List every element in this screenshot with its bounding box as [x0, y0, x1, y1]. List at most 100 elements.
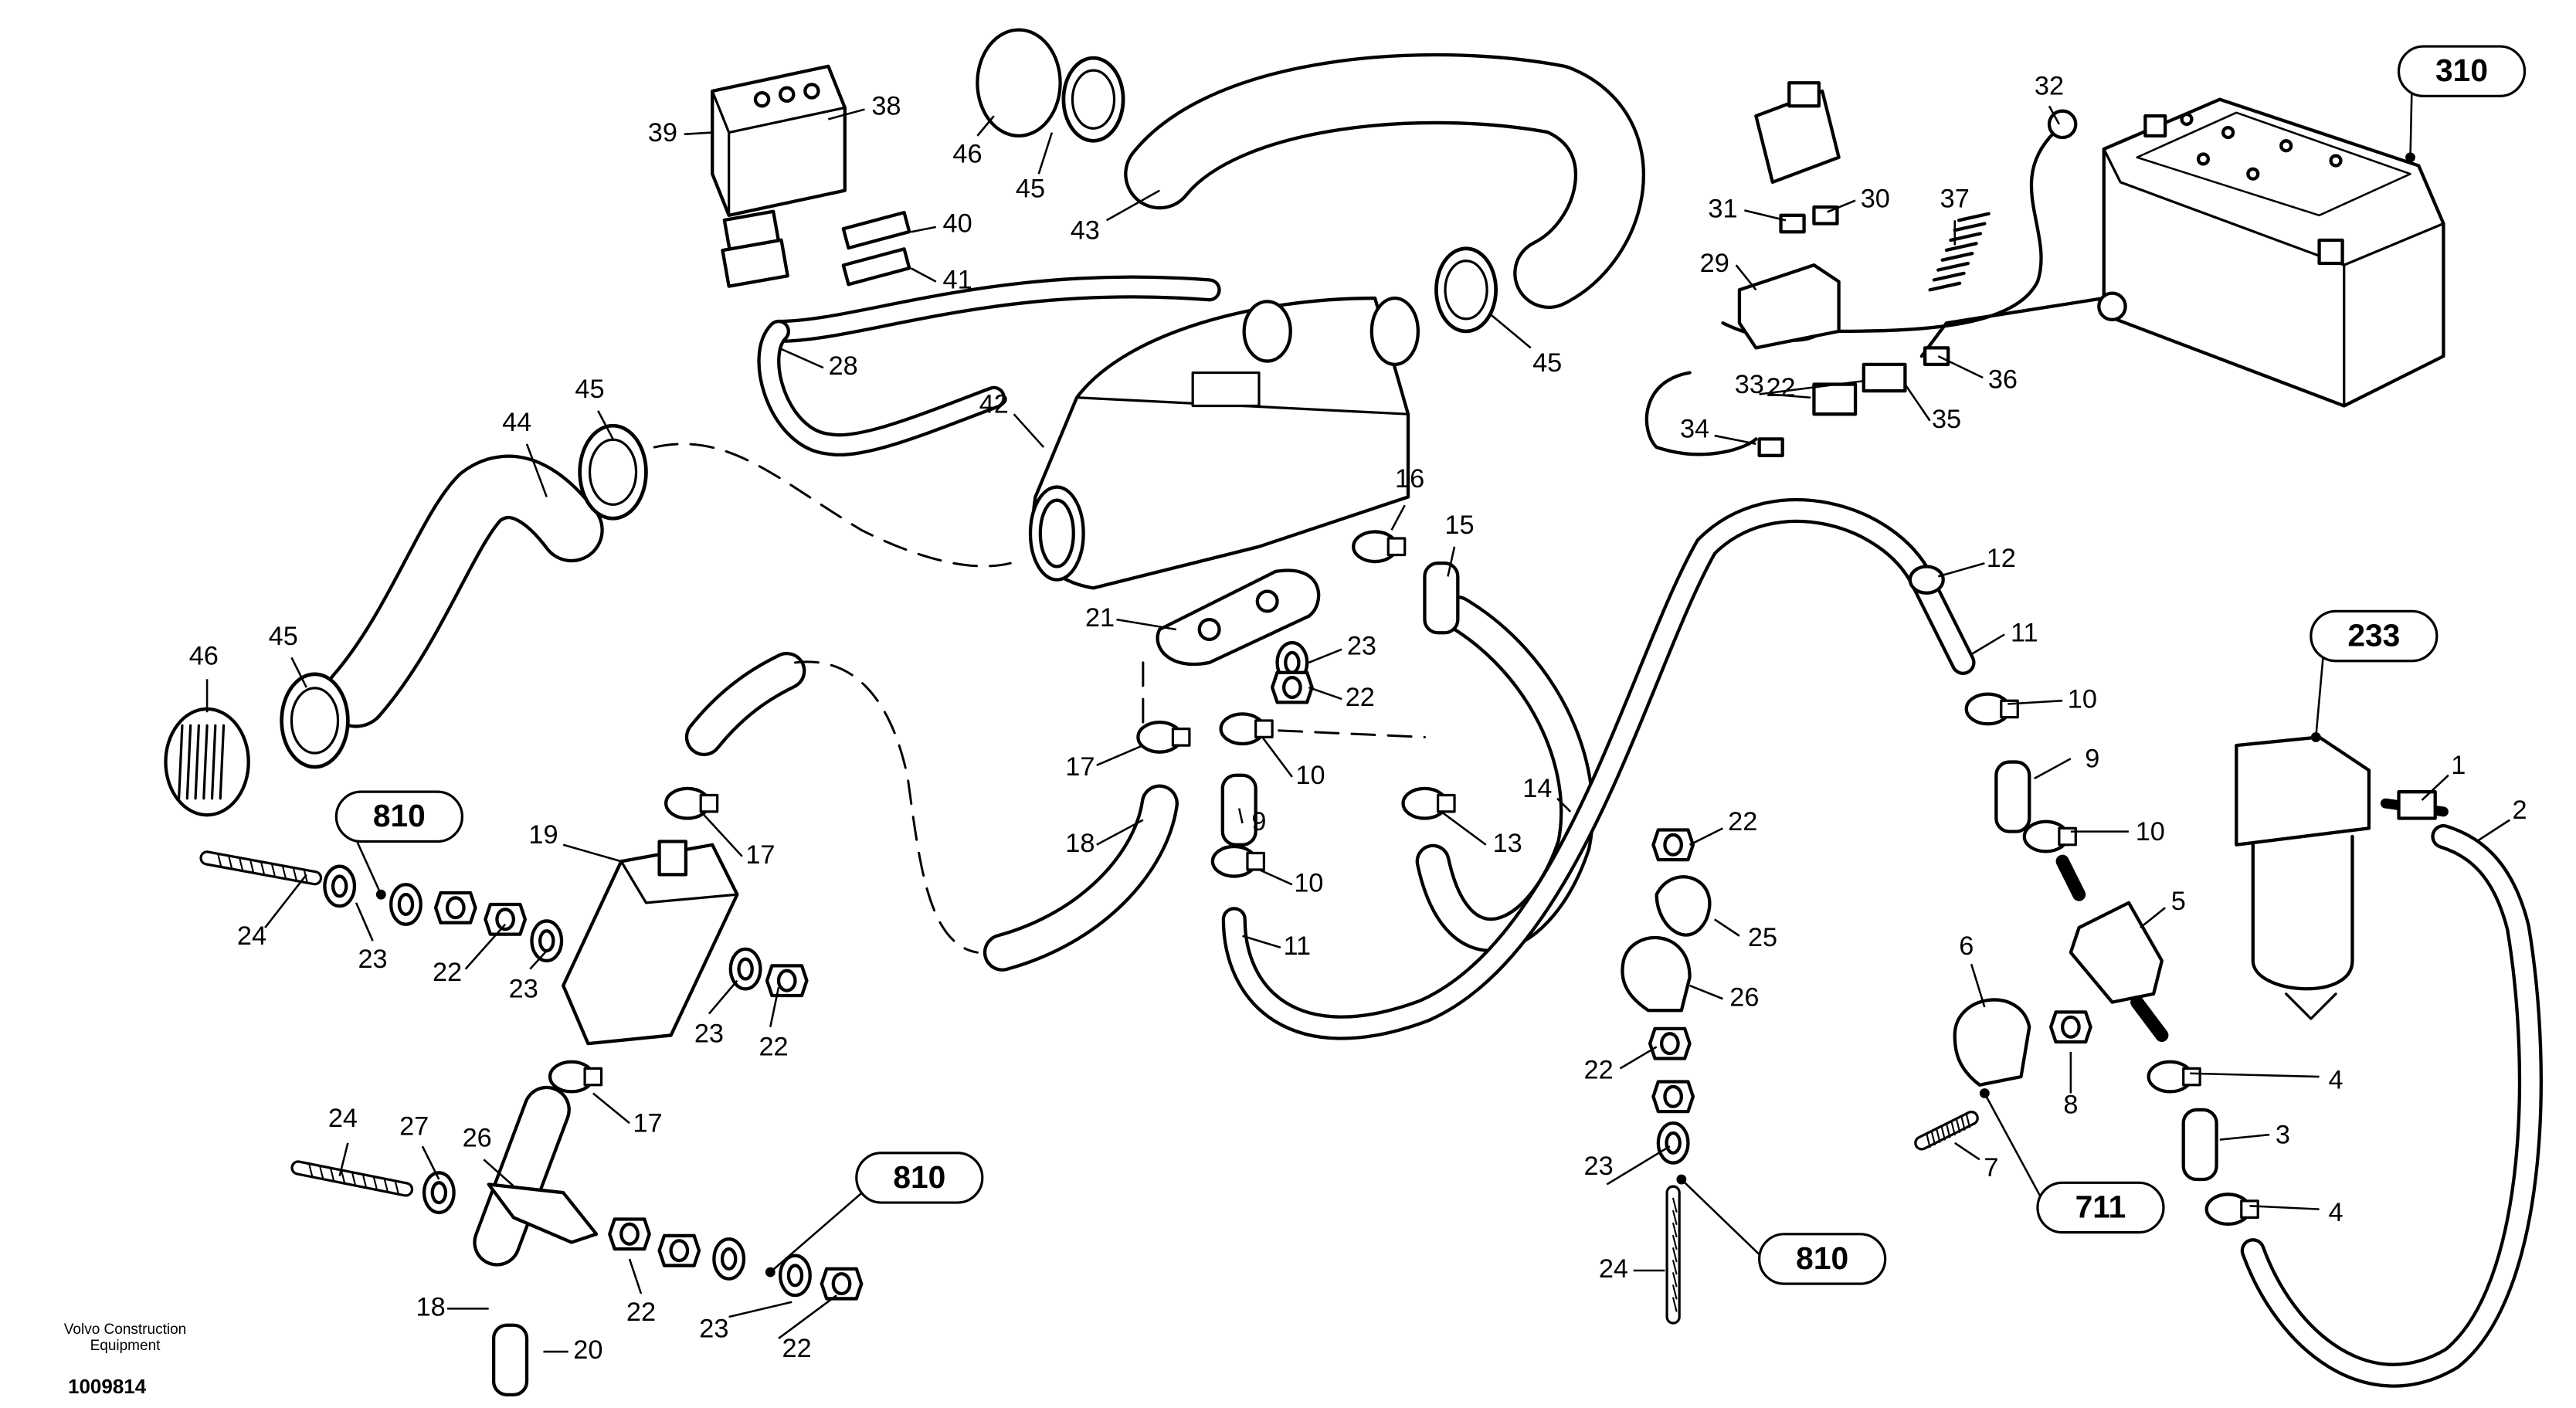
- bolt-24a-thread-1: [216, 852, 222, 868]
- battery-terminal-neg: [2143, 114, 2167, 138]
- filter-bowl: [2251, 834, 2354, 991]
- washer-4-hole: [430, 1181, 448, 1205]
- pump-inlet: [2055, 854, 2086, 901]
- fuse-holder-29: [1737, 263, 1841, 350]
- leader-59: [1937, 355, 1984, 379]
- clamp-4b-screw: [2240, 1199, 2259, 1219]
- nut-3-hole: [619, 1222, 640, 1246]
- part-label-15: 15: [1444, 511, 1474, 540]
- bolt-24b-thread-6: [361, 1173, 368, 1189]
- washer-3: [728, 947, 762, 991]
- part-label-46: 46: [189, 642, 219, 671]
- bolt-24c-thread-6: [1672, 1260, 1678, 1275]
- washer-7-hole: [1665, 1131, 1682, 1155]
- part-label-17: 17: [1065, 752, 1095, 782]
- part-label-4: 4: [2328, 1198, 2343, 1227]
- leader-32: [1689, 827, 1724, 846]
- leader-lines: [205, 105, 2510, 1353]
- battery-top-edge: [2103, 148, 2445, 266]
- ref-box-810-4: [1758, 1233, 1887, 1285]
- leader-52: [1735, 264, 1757, 291]
- clip-26b: [487, 1182, 599, 1244]
- footer-company: Volvo Construction Equipment: [40, 1321, 210, 1354]
- part-label-11: 11: [1283, 931, 1311, 961]
- leader-5: [2140, 907, 2166, 929]
- nut-8: [1651, 1080, 1695, 1114]
- part-label-22: 22: [1728, 807, 1757, 836]
- battery: [2102, 97, 2445, 408]
- part-label-18: 18: [416, 1292, 446, 1321]
- battery-lid: [2136, 111, 2411, 217]
- nut-1-hole: [495, 908, 515, 931]
- nut-9-hole: [2061, 1015, 2081, 1039]
- cap-46b-grille-3: [202, 724, 209, 800]
- bolt-24b-thread-2: [318, 1164, 324, 1180]
- leader-16: [1970, 633, 2005, 656]
- nut-10-hole: [1281, 676, 1302, 700]
- hose-18-upper-inner: [688, 655, 803, 753]
- leader-42: [1606, 1145, 1671, 1186]
- part-label-32: 32: [2035, 72, 2064, 101]
- gasket-hole-0: [1197, 617, 1221, 642]
- part-label-42: 42: [979, 390, 1009, 419]
- ref-label-233: 233: [2347, 617, 2400, 653]
- part-label-23: 23: [1584, 1152, 1614, 1181]
- fuse-41: [841, 247, 911, 287]
- part-label-22: 22: [782, 1334, 812, 1363]
- nut-8-hole: [1663, 1084, 1684, 1108]
- footer-company-line2: Equipment: [90, 1338, 161, 1354]
- part-label-38: 38: [871, 91, 901, 120]
- leader-51: [778, 347, 824, 369]
- bolt-7-thread-6: [1950, 1120, 1956, 1136]
- leader-45: [338, 1142, 349, 1177]
- dash-3: [1241, 728, 1426, 738]
- ref-dot-810-2: [375, 889, 386, 900]
- muffler-edge: [619, 860, 738, 904]
- bolt-7-thread-1: [1926, 1132, 1931, 1148]
- fuse-40: [841, 210, 911, 250]
- leader-43: [728, 1301, 792, 1318]
- bolt-7-thread-3: [1936, 1128, 1941, 1143]
- leader-67: [525, 443, 548, 497]
- sleeve-15: [1423, 562, 1460, 635]
- leader-36: [778, 1294, 837, 1339]
- part-label-11: 11: [2011, 618, 2038, 647]
- leader-38: [1308, 648, 1342, 664]
- nut-10: [1270, 670, 1314, 704]
- hose-2-inner: [2243, 827, 2540, 1385]
- connector-35: [1862, 362, 1907, 393]
- part-label-24: 24: [328, 1104, 358, 1133]
- ref-label-810: 810: [373, 798, 426, 833]
- leader-61: [828, 108, 865, 120]
- washer-2: [530, 919, 564, 963]
- leader-48: [1689, 984, 1723, 1000]
- clip-6: [1953, 998, 2031, 1087]
- diagram-geometry: [164, 28, 2543, 1396]
- cap-46b-grille-2: [194, 724, 200, 800]
- leader-2: [2219, 1133, 2270, 1141]
- leader-62: [684, 131, 713, 136]
- bolt-24a-thread-5: [260, 860, 266, 876]
- part-label-17: 17: [633, 1108, 662, 1138]
- leader-13: [1258, 868, 1293, 886]
- bolt-24c-thread-7: [1672, 1272, 1678, 1288]
- leader-1: [2476, 819, 2510, 843]
- fitting-1: [2397, 790, 2437, 820]
- leader-63: [911, 226, 937, 233]
- part-label-10: 10: [1294, 868, 1323, 897]
- part-label-22: 22: [433, 958, 462, 987]
- clamp-4a-screw: [2182, 1067, 2201, 1087]
- part-label-6: 6: [1959, 931, 1974, 961]
- leader-69: [290, 657, 307, 688]
- gasket-21: [1156, 568, 1321, 666]
- bolt-24b-thread-1: [307, 1162, 314, 1178]
- nut-0-hole: [445, 896, 466, 920]
- part-label-25: 25: [1748, 923, 1777, 952]
- muffler-19: [562, 843, 739, 1046]
- bolt-24a-thread-7: [281, 864, 287, 880]
- bolt-24b-thread-5: [351, 1171, 357, 1186]
- part-label-22: 22: [1584, 1056, 1614, 1085]
- leader-19: [1556, 797, 1572, 813]
